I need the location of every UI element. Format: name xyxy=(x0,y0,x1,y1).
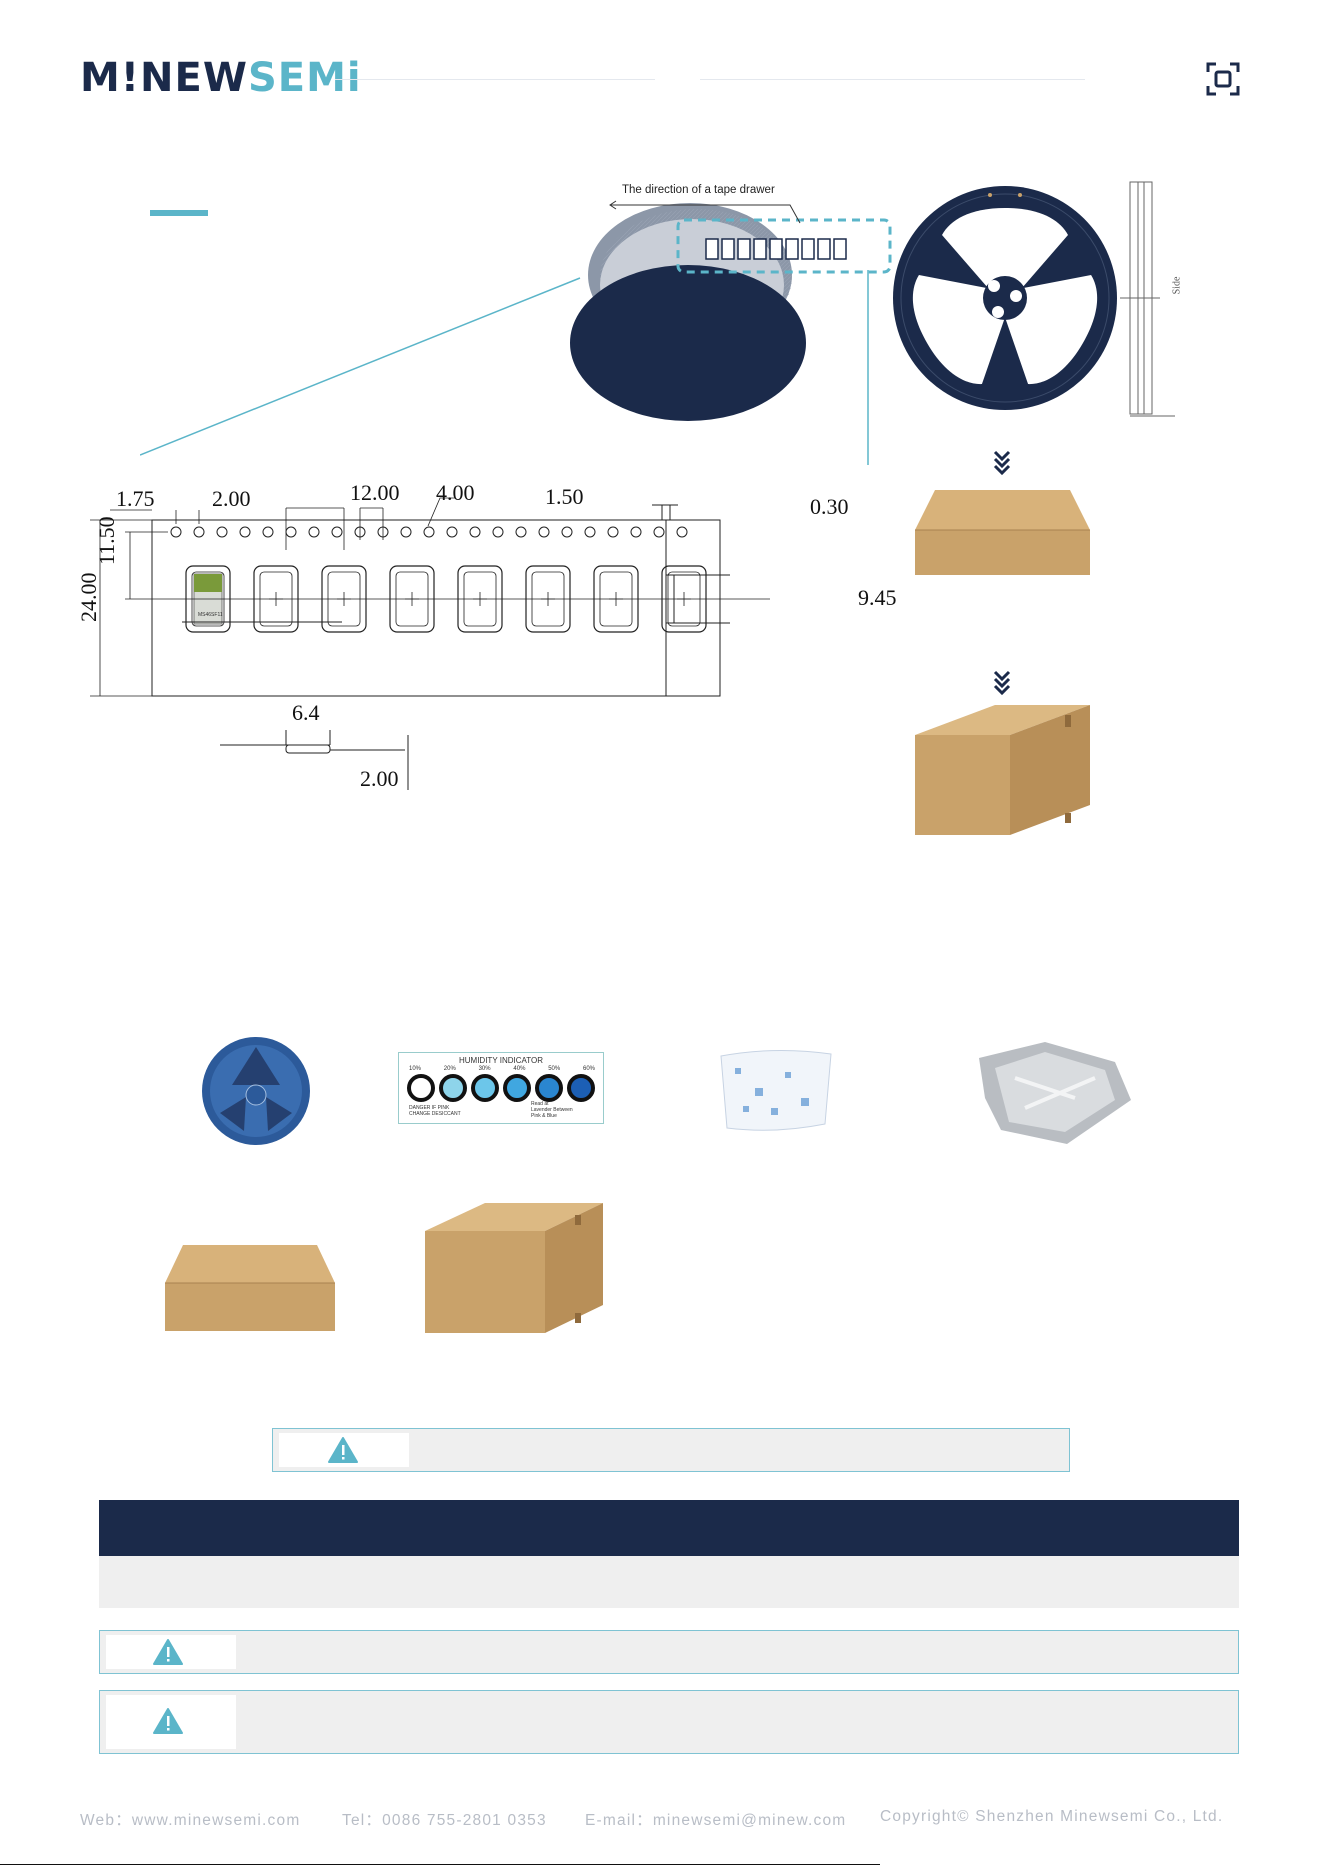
outer-carton-small-image xyxy=(425,1203,603,1333)
footer-copyright: Copyright© Shenzhen Minewsemi Co., Ltd. xyxy=(880,1808,1224,1825)
humidity-level: 60% xyxy=(582,1066,595,1072)
humidity-indicator-card: HUMIDITY INDICATOR 10% 20% 30% 40% 50% 6… xyxy=(398,1052,604,1124)
tape-direction-label: The direction of a tape drawer xyxy=(622,184,775,196)
humidity-note-right: Read at Lavender Between Pink & Blue xyxy=(531,1101,573,1119)
footer-web: Web：www.minewsemi.com xyxy=(80,1812,301,1829)
reel-perspective-diagram xyxy=(570,200,892,421)
reel-blue-image xyxy=(202,1037,310,1145)
dim-6-4: 6.4 xyxy=(292,700,320,725)
footer-email: E-mail：minewsemi@minew.com xyxy=(585,1812,847,1829)
dim-11-50: 11.50 xyxy=(94,516,119,565)
dim-1-75: 1.75 xyxy=(116,486,155,511)
dim-24-00: 24.00 xyxy=(76,572,101,623)
tape-section-profile xyxy=(220,730,409,790)
arrow-down-icon xyxy=(993,670,1011,696)
dim-12-00: 12.00 xyxy=(350,480,400,505)
dim-9-45: 9.45 xyxy=(858,585,897,610)
esd-bag-image xyxy=(979,1042,1131,1144)
dim-4-00: 4.00 xyxy=(436,480,475,505)
carrier-tape-drawing xyxy=(90,497,770,697)
humidity-dots xyxy=(407,1074,595,1102)
dim-2-00-bottom: 2.00 xyxy=(360,766,399,791)
humidity-level: 50% xyxy=(548,1066,561,1072)
inner-box-small-image xyxy=(165,1245,335,1331)
desiccant-pack-image xyxy=(720,1049,832,1131)
callout-lines xyxy=(140,270,869,465)
warning-notice-3 xyxy=(99,1690,1239,1754)
humidity-level: 10% xyxy=(409,1066,422,1072)
warning-icon xyxy=(153,1708,183,1734)
humidity-note-left: DANGER IF PINK CHANGE DESICCANT xyxy=(409,1105,461,1117)
warning-icon xyxy=(328,1437,358,1463)
header-divider-left xyxy=(335,79,655,80)
warning-notice-1 xyxy=(272,1428,1070,1472)
inner-box-image xyxy=(915,490,1090,575)
table-body-row xyxy=(99,1556,1239,1608)
arrow-down-icon xyxy=(993,450,1011,476)
humidity-level: 40% xyxy=(513,1066,526,1072)
module-label: MS46SF11 xyxy=(198,612,223,618)
warning-notice-2 xyxy=(99,1630,1239,1674)
reel-side-label: Side xyxy=(1171,276,1183,295)
table-header-bar xyxy=(99,1500,1239,1556)
brand-logo: M!NEWSEMi xyxy=(80,58,362,98)
warning-icon xyxy=(153,1639,183,1665)
header-divider-right xyxy=(700,79,1085,80)
logo-part-1: M!NEW xyxy=(80,55,248,101)
dim-1-50: 1.50 xyxy=(545,484,584,509)
reel-side-view xyxy=(1120,181,1175,417)
footer-rule xyxy=(0,1864,880,1865)
humidity-level: 20% xyxy=(443,1066,456,1072)
dim-0-30: 0.30 xyxy=(810,494,849,519)
dim-2-00-top: 2.00 xyxy=(212,486,251,511)
reel-front-view xyxy=(893,186,1117,410)
chip-icon xyxy=(1206,62,1240,96)
humidity-card-title: HUMIDITY INDICATOR xyxy=(458,1056,543,1065)
logo-part-2: SEMi xyxy=(247,55,362,101)
outer-carton-image xyxy=(915,705,1090,835)
footer-tel: Tel：0086 755-2801 0353 xyxy=(342,1812,547,1829)
section-title-accent xyxy=(150,210,208,216)
humidity-level: 30% xyxy=(478,1066,491,1072)
